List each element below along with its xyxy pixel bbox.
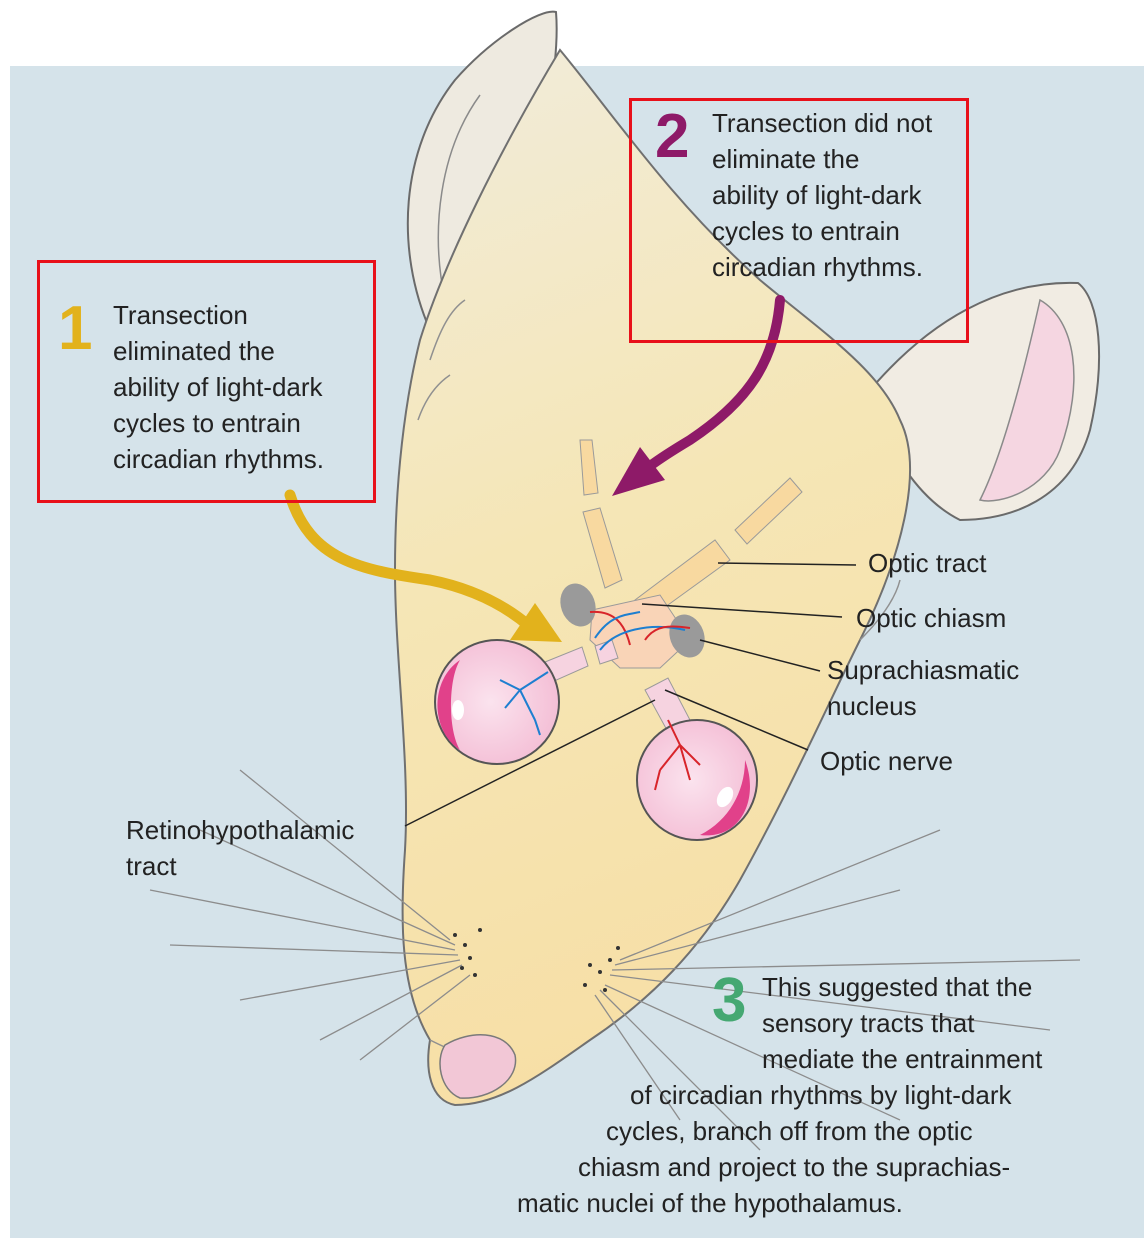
step2-text: Transection did not eliminate the abilit… xyxy=(712,105,968,285)
step1-number: 1 xyxy=(58,298,92,360)
step3-number: 3 xyxy=(712,970,746,1032)
step3-line: matic nuclei of the hypothalamus. xyxy=(517,1185,903,1221)
optic-tract-label: Optic tract xyxy=(868,545,986,581)
step2-number: 2 xyxy=(655,106,689,168)
step3-line: This suggested that the xyxy=(762,969,1032,1005)
optic-nerve-label: Optic nerve xyxy=(820,743,953,779)
left-eye-icon xyxy=(435,640,559,764)
suprachiasmatic-nucleus-label: Suprachiasmatic nucleus xyxy=(827,652,1019,724)
step3-line: mediate the entrainment xyxy=(762,1041,1042,1077)
step3-line: of circadian rhythms by light-dark xyxy=(630,1077,1011,1113)
right-eye-icon xyxy=(637,720,757,840)
step3-line: sensory tracts that xyxy=(762,1005,974,1041)
retinohypothalamic-tract-label: Retinohypothalamic tract xyxy=(126,812,354,884)
step1-text: Transection eliminated the ability of li… xyxy=(113,297,373,477)
step3-line: chiasm and project to the suprachias- xyxy=(578,1149,1010,1185)
optic-chiasm-label: Optic chiasm xyxy=(856,600,1006,636)
step3-line: cycles, branch off from the optic xyxy=(606,1113,973,1149)
